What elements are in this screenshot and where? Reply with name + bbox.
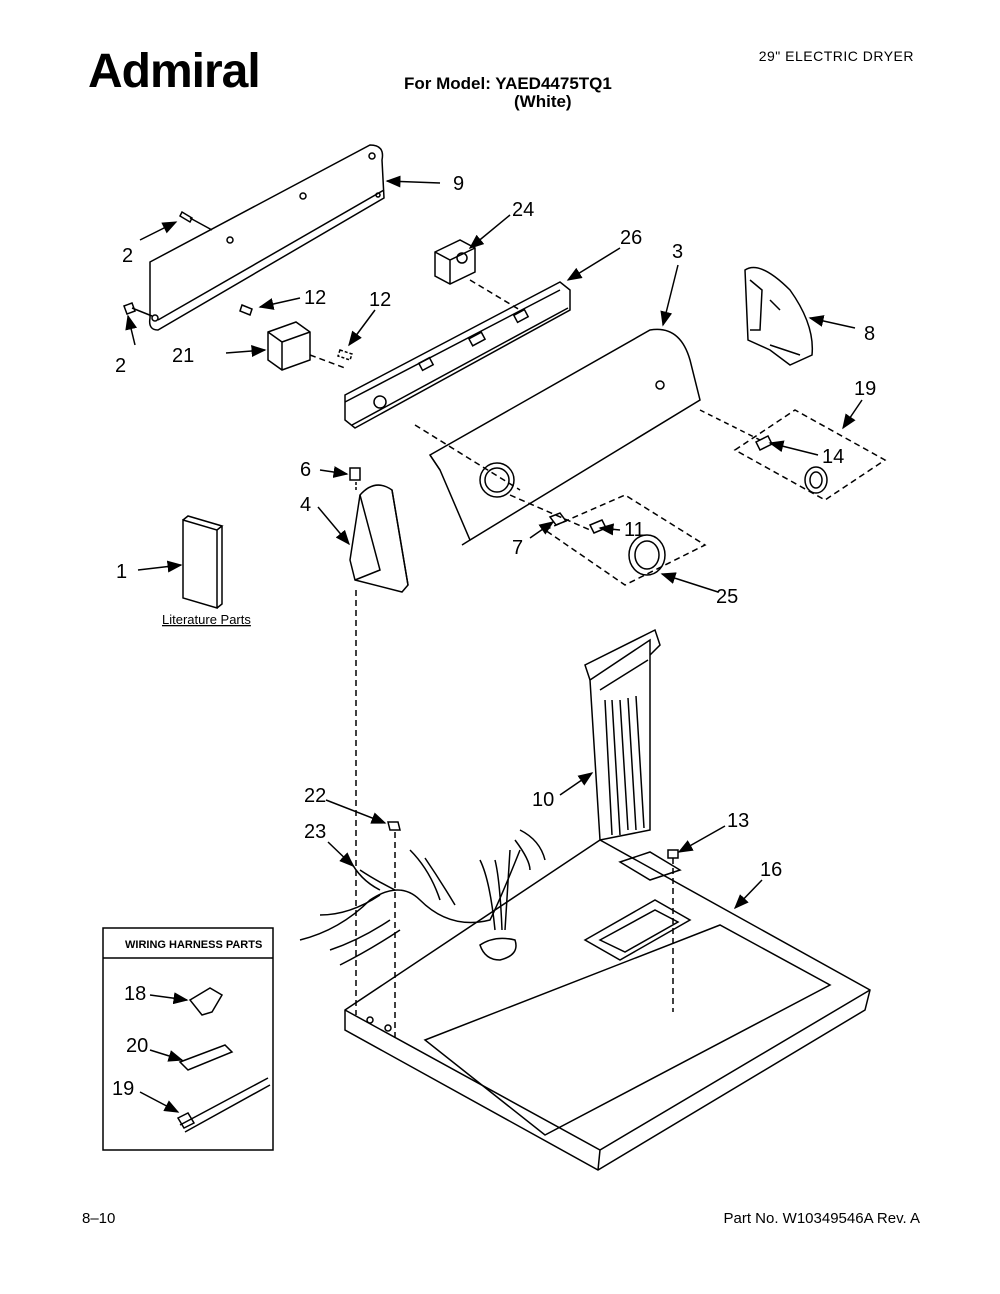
date-code: 8–10 (82, 1210, 116, 1227)
console-bracket-part (344, 281, 571, 429)
callout-2a: 2 (122, 245, 133, 267)
callout-25: 25 (716, 586, 738, 608)
screw-part (179, 210, 213, 231)
part-number: Part No. W10349546A Rev. A (723, 1210, 920, 1227)
lint-filter-part (589, 638, 651, 841)
literature-parts-label: Literature Parts (162, 612, 251, 627)
callout-9: 9 (453, 173, 464, 195)
callout-1: 1 (116, 561, 127, 583)
wiring-harness-part (299, 829, 546, 966)
literature-part (182, 515, 224, 610)
cable-tie-part (176, 1077, 271, 1133)
callout-17: 19 (854, 378, 876, 400)
screw-part (123, 302, 153, 317)
screw-part (337, 349, 353, 361)
callout-16: 16 (760, 859, 782, 881)
callout-19: 19 (112, 1078, 134, 1100)
callout-22: 22 (304, 785, 326, 807)
callout-8: 8 (864, 323, 875, 345)
callout-13: 13 (727, 810, 749, 832)
model-number: For Model: YAED4475TQ1 (404, 74, 612, 93)
callout-23: 23 (304, 821, 326, 843)
callout-11: 11 (624, 519, 645, 541)
screw-part (667, 849, 679, 859)
knob-part (754, 434, 774, 452)
wiring-harness-title: WIRING HARNESS PARTS (125, 939, 262, 951)
callout-14: 14 (822, 446, 844, 468)
knob-part (588, 519, 608, 534)
end-cap-part (744, 266, 814, 366)
brand-logo: Admiral (88, 45, 261, 98)
side-cap-part (349, 484, 409, 593)
callout-3: 3 (672, 241, 683, 263)
callout-12b: 12 (369, 289, 391, 311)
callout-4: 4 (300, 494, 311, 516)
callout-12a: 12 (304, 287, 326, 309)
callout-26: 26 (620, 227, 642, 249)
callout-6: 6 (300, 459, 311, 481)
callout-24: 24 (512, 199, 534, 221)
screw-part (239, 304, 253, 316)
callout-20: 20 (126, 1035, 148, 1057)
callout-18: 18 (124, 983, 146, 1005)
top-panel-part (344, 839, 871, 1171)
callout-21: 21 (172, 345, 194, 367)
switch-part (434, 239, 476, 285)
console-part (428, 328, 701, 542)
callout-2b: 2 (115, 355, 126, 377)
rear-panel-part (148, 144, 385, 331)
product-type: 29" ELECTRIC DRYER (758, 48, 914, 64)
model-color: (White) (514, 92, 572, 111)
clip-part (387, 821, 401, 831)
screw-part (349, 467, 361, 481)
callout-10: 10 (532, 789, 554, 811)
timer-part (267, 321, 311, 371)
harness-clip-part (188, 987, 224, 1016)
callout-7: 7 (512, 537, 523, 559)
terminal-part (178, 1044, 234, 1071)
